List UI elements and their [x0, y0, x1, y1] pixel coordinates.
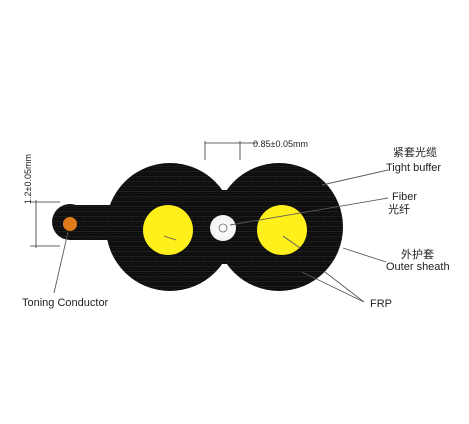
toning-conductor-label: Toning Conductor: [22, 297, 109, 309]
leader-frp-4: [282, 235, 301, 249]
leader-tight-buffer: [321, 169, 389, 186]
fiber-center-dot: [218, 223, 228, 233]
leader-frp-1: [301, 271, 365, 303]
cable-core-elements: [143, 205, 307, 255]
frp-label: FRP: [370, 298, 392, 310]
tight-buffer-label-en: Tight buffer: [386, 162, 441, 174]
leader-toning-conductor: [53, 231, 69, 294]
tight-buffer-label-cn: 紧套光缆: [393, 145, 437, 159]
fiber-gap-dimension-label: 0.85±0.05mm: [253, 139, 308, 149]
toning-conductor-core: [63, 217, 77, 231]
outer-sheath-label-cn: 外护套: [401, 247, 434, 261]
tight-buffer-right: [257, 205, 307, 255]
leader-lines: [53, 169, 389, 303]
leader-outer-sheath: [342, 247, 387, 263]
dimension-messenger-height: 1.2±0.05mm: [23, 154, 60, 248]
leader-frp-3: [163, 235, 177, 241]
tight-buffer-left: [143, 205, 193, 255]
fiber-label-en: Fiber: [392, 191, 417, 203]
messenger-height-dimension-label: 1.2±0.05mm: [23, 154, 33, 204]
fiber-core: [210, 215, 236, 241]
fiber-label-cn: 光纤: [388, 202, 410, 216]
dimension-fiber-gap: 0.85±0.05mm: [204, 139, 308, 160]
outer-sheath-label-en: Outer sheath: [386, 261, 450, 273]
leader-fiber: [229, 197, 389, 226]
leader-frp-2: [324, 271, 365, 303]
